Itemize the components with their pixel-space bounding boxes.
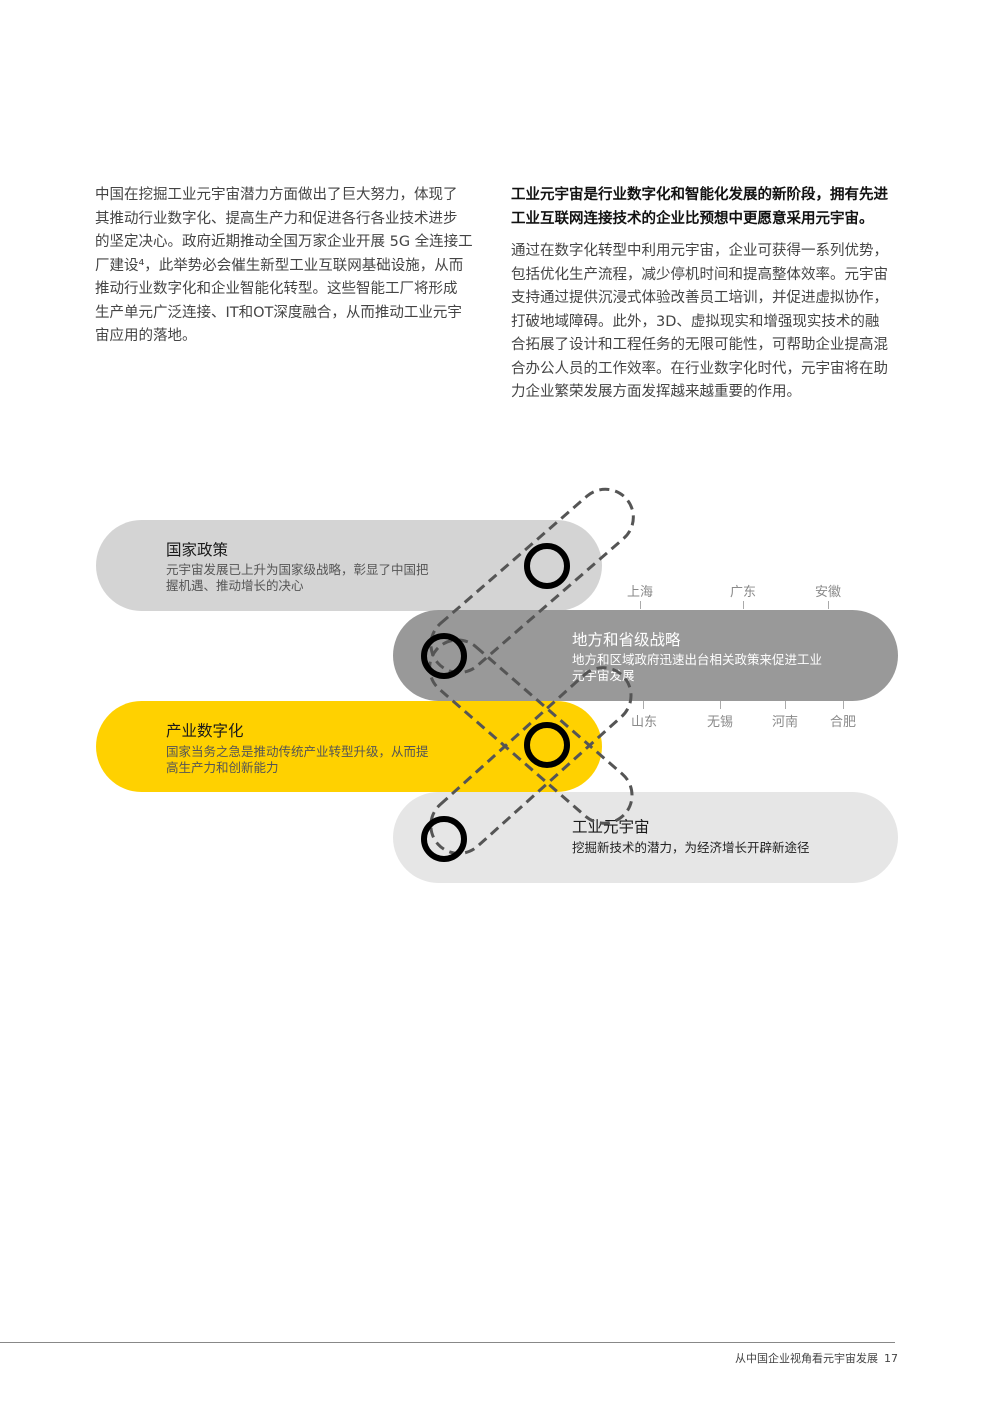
pill-national-policy: 国家政策 元宇宙发展已上升为国家级战略，彰显了中国把 握机遇、推动增长的决心 bbox=[96, 520, 602, 611]
chain-link bbox=[429, 666, 633, 855]
footer: 从中国企业视角看元宇宙发展 17 bbox=[735, 1350, 898, 1366]
pill-description: 国家当务之急是推动传统产业转型升级，从而提 高生产力和创新能力 bbox=[166, 744, 429, 775]
chain-link bbox=[428, 638, 634, 825]
ring-icon bbox=[524, 722, 570, 768]
city-label: 上海 bbox=[627, 585, 654, 600]
ring-icon bbox=[524, 543, 570, 589]
left-paragraph: 中国在挖掘工业元宇宙潜力方面做出了巨大努力，体现了 其推动行业数字化、提高生产力… bbox=[95, 187, 473, 344]
city-tick bbox=[720, 701, 721, 709]
city-label: 无锡 bbox=[707, 715, 734, 730]
city-label: 山东 bbox=[631, 715, 658, 730]
ring-icon bbox=[421, 633, 467, 679]
right-paragraph: 通过在数字化转型中利用元宇宙，企业可获得一系列优势， 包括优化生产流程，减少停机… bbox=[511, 243, 888, 400]
city-tick bbox=[643, 701, 644, 709]
ring-icon bbox=[421, 816, 467, 862]
city-label: 安徽 bbox=[815, 585, 842, 600]
city-tick bbox=[828, 601, 829, 609]
pill-title: 地方和省级战略 bbox=[572, 631, 681, 649]
city-label: 河南 bbox=[772, 715, 799, 730]
city-tick bbox=[843, 701, 844, 709]
pill-industrial-digitalization: 产业数字化 国家当务之急是推动传统产业转型升级，从而提 高生产力和创新能力 bbox=[96, 701, 602, 792]
city-label: 广东 bbox=[730, 585, 757, 600]
page-number: 17 bbox=[884, 1352, 898, 1365]
right-heading: 工业元宇宙是行业数字化和智能化发展的新阶段，拥有先进 工业互联网连接技术的企业比… bbox=[511, 187, 888, 227]
pill-description: 元宇宙发展已上升为国家级战略，彰显了中国把 握机遇、推动增长的决心 bbox=[166, 562, 429, 593]
city-tick bbox=[640, 601, 641, 609]
pill-description: 挖掘新技术的潜力，为经济增长开辟新途径 bbox=[572, 840, 810, 855]
pill-title: 产业数字化 bbox=[166, 722, 244, 740]
footer-divider bbox=[0, 1342, 895, 1343]
pill-industrial-metaverse: 工业元宇宙 挖掘新技术的潜力，为经济增长开辟新途径 bbox=[393, 792, 898, 883]
city-tick bbox=[785, 701, 786, 709]
pill-title: 国家政策 bbox=[166, 541, 229, 559]
city-label: 合肥 bbox=[830, 715, 857, 730]
footer-title: 从中国企业视角看元宇宙发展 bbox=[735, 1352, 878, 1365]
chain-link bbox=[429, 487, 635, 675]
pill-title: 工业元宇宙 bbox=[572, 818, 650, 836]
city-tick bbox=[743, 601, 744, 609]
